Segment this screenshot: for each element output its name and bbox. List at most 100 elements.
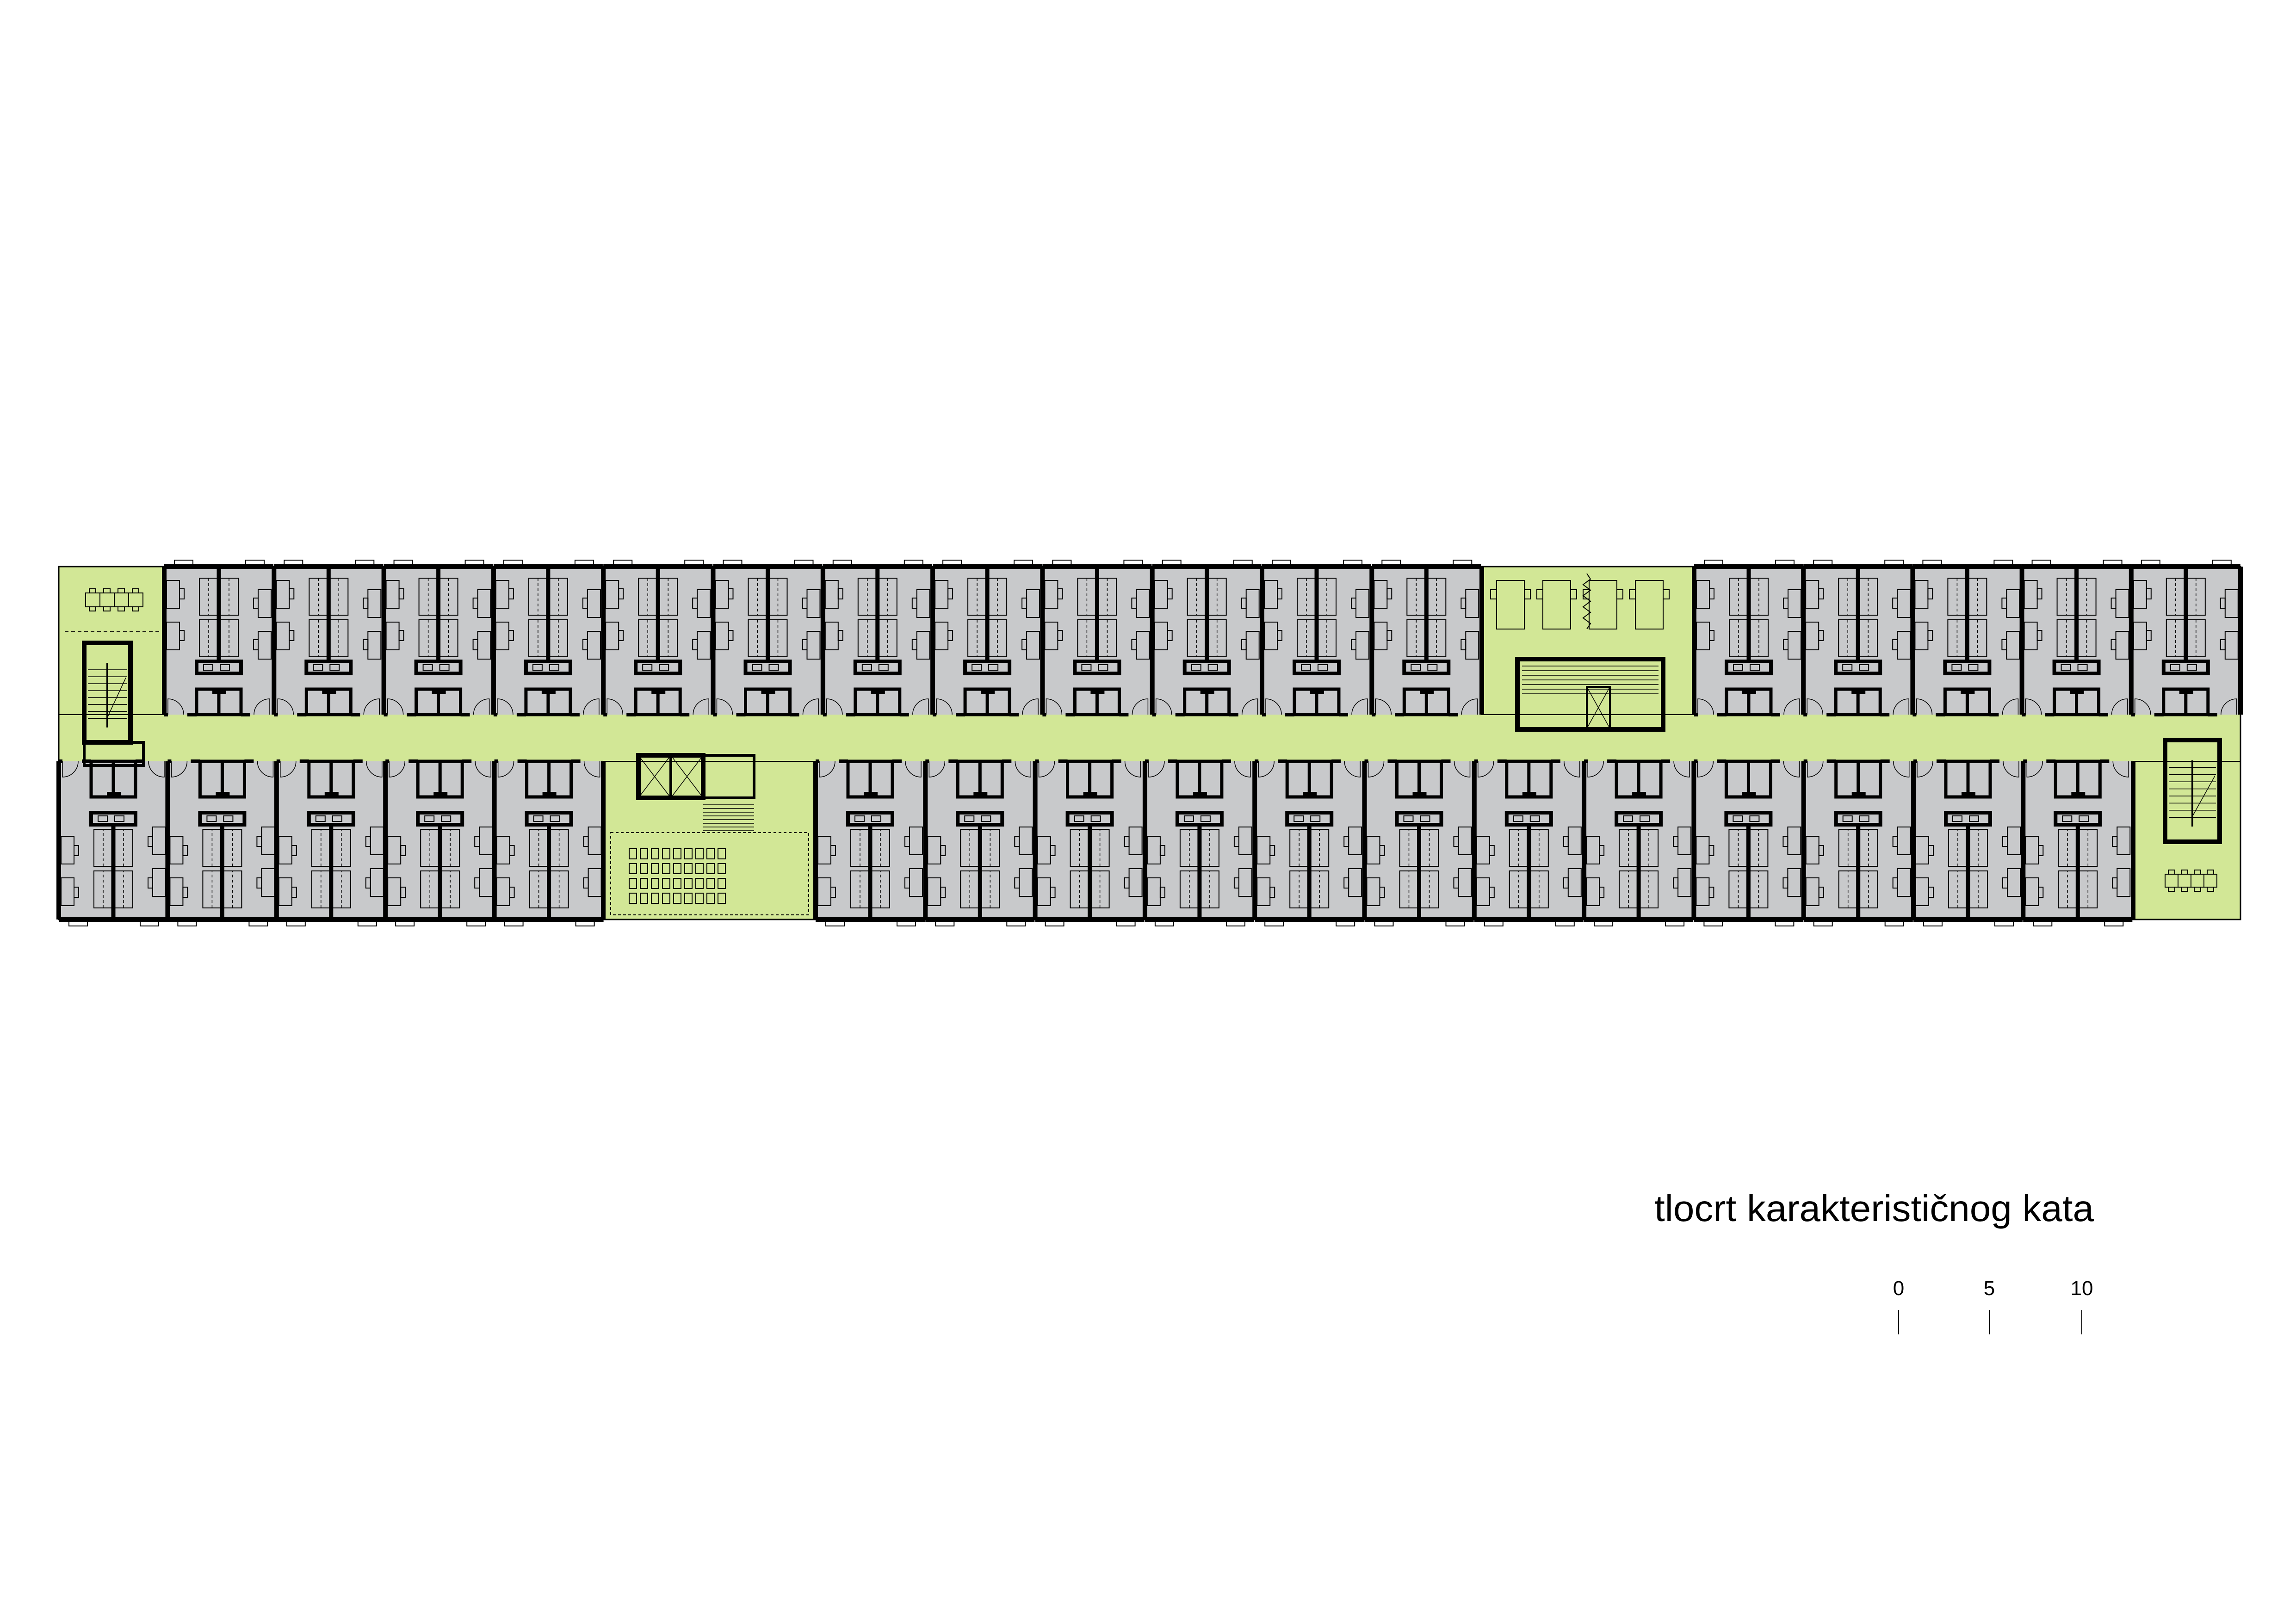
door-swing (583, 761, 600, 778)
chair (1524, 589, 1531, 599)
room-unit (1260, 560, 1371, 716)
chair (911, 598, 917, 609)
bed (528, 578, 568, 616)
sink (1623, 815, 1634, 822)
chair (1233, 836, 1239, 847)
chair (1343, 877, 1349, 889)
chair (692, 598, 698, 609)
door-swing (62, 761, 79, 778)
seat (651, 848, 659, 859)
chair (1783, 598, 1789, 609)
chair (2112, 877, 2118, 889)
sink (972, 664, 982, 671)
chair (400, 845, 406, 856)
chair (291, 845, 297, 856)
bed (1728, 870, 1769, 908)
bed (1399, 870, 1439, 908)
chair (1050, 845, 1056, 856)
sink (1749, 815, 1760, 822)
chair (103, 588, 111, 593)
chair (802, 639, 808, 650)
chair (1892, 598, 1898, 609)
room-unit (1911, 759, 2023, 926)
wardrobe (1504, 811, 1553, 827)
room-unit (711, 560, 823, 716)
wardrobe (1944, 811, 1992, 827)
chair (508, 588, 514, 599)
bed (1179, 829, 1219, 867)
chair (74, 887, 79, 898)
chair (1892, 877, 1898, 889)
chair (2181, 870, 2188, 875)
chair (1124, 836, 1130, 847)
door-swing (1893, 698, 1909, 715)
chair (1386, 588, 1392, 599)
wardrobe (743, 660, 792, 675)
seat (651, 893, 659, 904)
chair (2036, 588, 2042, 599)
sink (1420, 815, 1430, 822)
chair (1673, 877, 1679, 889)
door-swing (148, 761, 165, 778)
chair (253, 639, 259, 650)
sink (206, 815, 217, 822)
wardrobe (1395, 811, 1443, 827)
chair (830, 845, 836, 856)
seat (695, 878, 704, 889)
wardrobe (853, 660, 902, 675)
chair (89, 606, 96, 611)
bed (1948, 870, 1988, 908)
chair (1782, 836, 1789, 847)
door-swing (1258, 761, 1275, 778)
door-swing (497, 761, 514, 778)
door-swing (583, 698, 600, 715)
sink (203, 664, 213, 671)
bed (1509, 870, 1549, 908)
chair (1159, 845, 1165, 856)
seat (640, 863, 648, 874)
chair (904, 877, 910, 889)
wardrobe (307, 811, 355, 827)
sink (1411, 664, 1421, 671)
wardrobe (2052, 660, 2101, 675)
chair (1269, 887, 1275, 898)
bed (2166, 578, 2206, 616)
door-swing (1783, 761, 1800, 778)
bed (311, 829, 351, 867)
chair (1167, 630, 1173, 641)
bed (202, 829, 242, 867)
chair (509, 887, 515, 898)
chair (1708, 845, 1714, 856)
chair (256, 877, 262, 889)
bed (638, 619, 678, 657)
bed (1289, 870, 1330, 908)
chair (400, 887, 406, 898)
bed (967, 619, 1008, 657)
chair (1461, 598, 1467, 609)
chair (1599, 887, 1605, 898)
chair (618, 588, 624, 599)
door-swing (716, 698, 733, 715)
sink (871, 815, 881, 822)
sink (1952, 815, 1962, 822)
sink (315, 815, 326, 822)
wardrobe (1943, 660, 1992, 675)
building-plan (56, 560, 2243, 926)
wardrobe (414, 660, 463, 675)
bed (93, 829, 133, 867)
bed (2058, 829, 2098, 867)
chair (365, 877, 371, 889)
chair (947, 630, 953, 641)
chair (2168, 870, 2175, 875)
door-swing (1893, 761, 1910, 778)
bed (1179, 870, 1219, 908)
seat (640, 893, 648, 904)
sink (550, 815, 560, 822)
seat (684, 848, 693, 859)
door-swing (1807, 761, 1824, 778)
door-swing (928, 761, 946, 778)
sink (1859, 815, 1869, 822)
room-unit (930, 560, 1042, 716)
sink (1318, 664, 1328, 671)
sink (1951, 664, 1962, 671)
